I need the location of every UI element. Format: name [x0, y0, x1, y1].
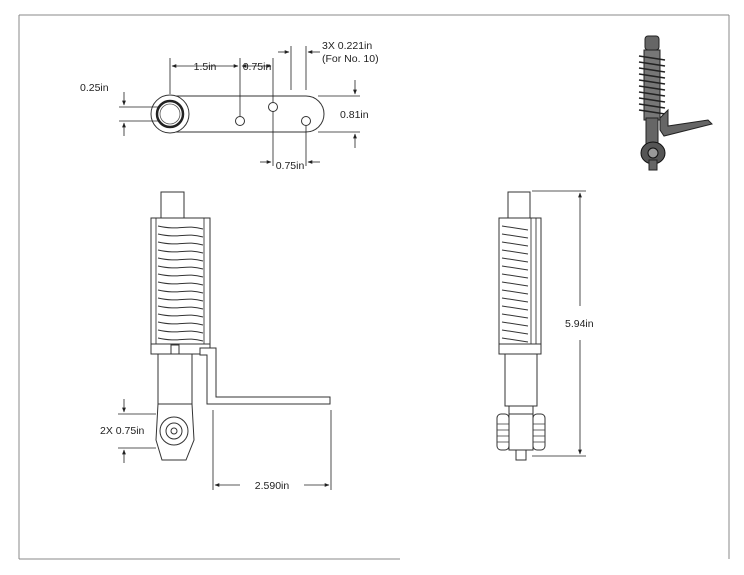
dim-hole-count-label: 3X 0.221in: [322, 40, 372, 52]
dim-height-label: 5.94in: [565, 318, 594, 330]
mount-hole-3: [301, 116, 311, 126]
dim-hole-note-label: (For No. 10): [322, 53, 379, 65]
sheet-border: [18, 14, 730, 560]
mount-hole-1: [235, 116, 245, 126]
dim-offset-label: 1.5in: [194, 61, 217, 73]
dim-arm-length-label: 2.590in: [255, 480, 290, 492]
mounting-plate: [169, 95, 325, 133]
dim-width-label: 0.81in: [340, 109, 369, 121]
spring-housing: [150, 217, 211, 349]
front-view: 2X 0.75in 2.590in: [100, 191, 332, 492]
dim-spacing-top-label: 0.75in: [243, 61, 272, 73]
spring-coils: [157, 225, 204, 342]
dim-spacing-bottom-label: 0.75in: [276, 160, 305, 172]
side-wheel-left: [496, 413, 510, 451]
bracket-arm: [199, 347, 331, 405]
mount-hole-2: [268, 102, 278, 112]
dim-wheels-label: 2X 0.75in: [100, 425, 145, 437]
top-view: 1.5in 0.75in 3X 0.221in (For No. 10) 0.2…: [80, 40, 379, 172]
isometric-view: [638, 35, 713, 171]
dim-small-label: 0.25in: [80, 82, 109, 94]
side-wheel-right: [532, 413, 546, 451]
side-view: 5.94in: [496, 190, 594, 461]
